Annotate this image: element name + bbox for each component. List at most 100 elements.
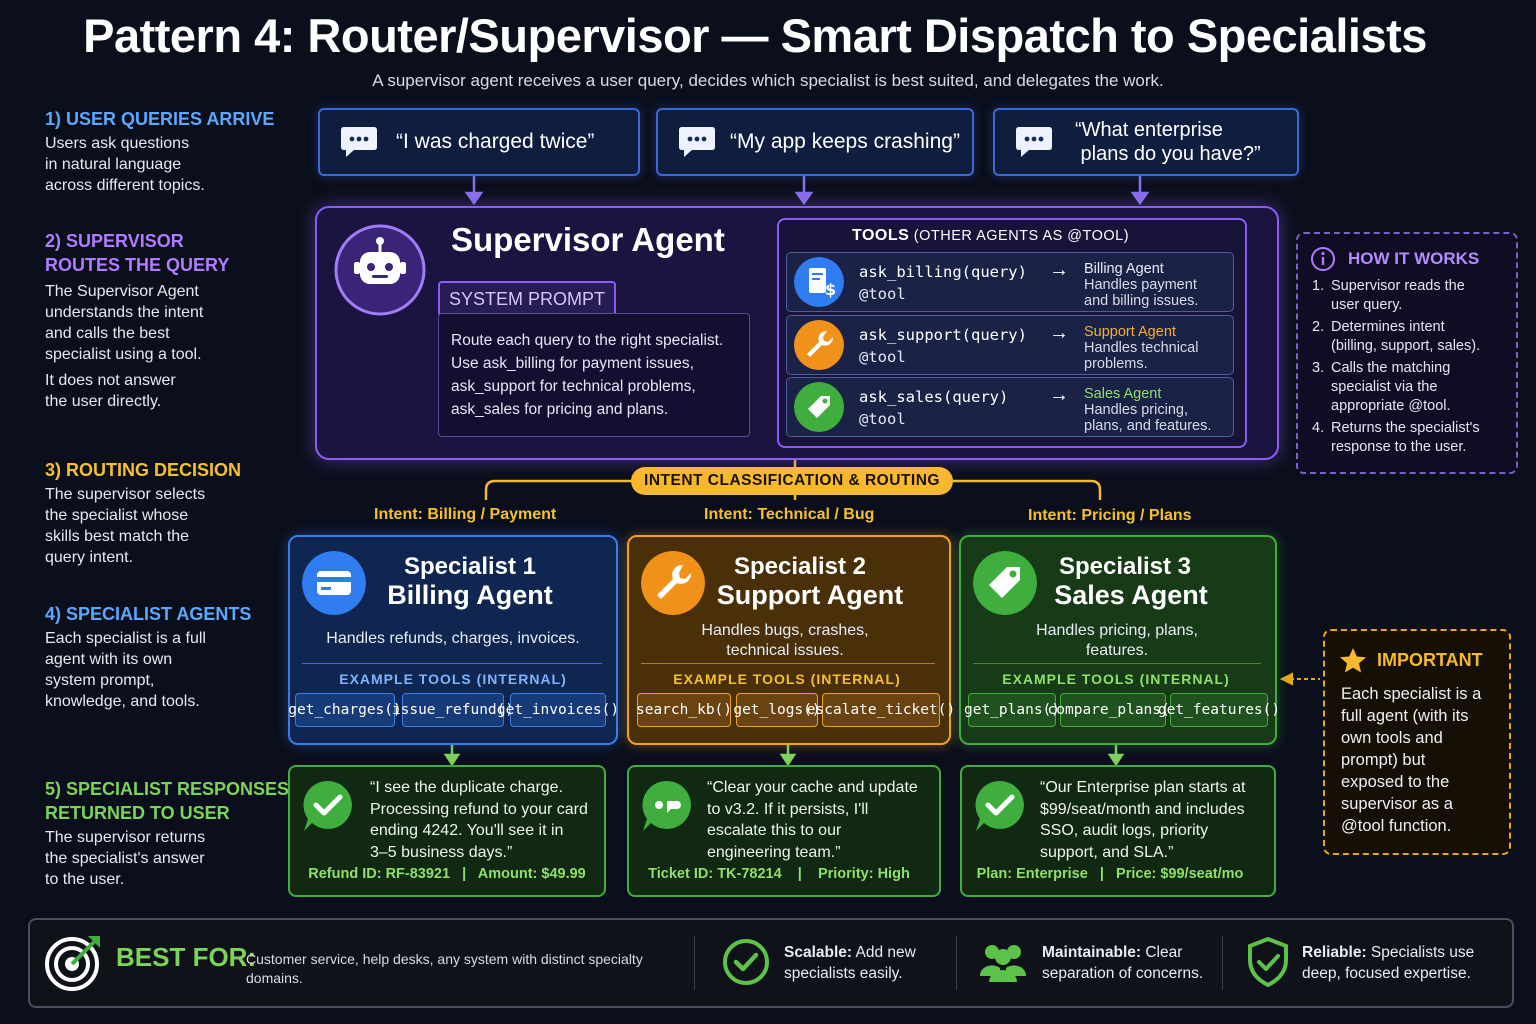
- tool-chip[interactable]: get_plans(): [964, 693, 1060, 727]
- step-3: 3) ROUTING DECISION The supervisor selec…: [45, 458, 295, 568]
- response-text: “Our Enterprise plan starts at $99/seat/…: [1040, 777, 1245, 863]
- tool-desc-line: Handles technical: [1084, 340, 1199, 356]
- example-tools-label: EXAMPLE TOOLS (INTERNAL): [673, 671, 901, 687]
- tool-chip[interactable]: get_logs(): [733, 693, 821, 727]
- step-text: query intent.: [45, 549, 134, 566]
- intent-pricing: Intent: Pricing / Plans: [1028, 507, 1192, 524]
- specialist-sales-card: Specialist 3 Sales Agent Handles pricing…: [959, 535, 1280, 745]
- divider: [694, 936, 695, 990]
- tool-chip[interactable]: get_invoices(): [497, 693, 619, 727]
- intent-billing: Intent: Billing / Payment: [374, 506, 557, 523]
- specialist-desc: Handles refunds, charges, invoices.: [326, 630, 580, 647]
- tool-function-name: ask_billing(query): [859, 263, 1027, 281]
- how-step-line: (billing, support, sales).: [1331, 338, 1481, 354]
- desc-line: features.: [1085, 642, 1149, 659]
- tool-description: Billing Agent Handles payment and billin…: [1084, 261, 1234, 309]
- response-line: 3–5 business days.”: [370, 843, 513, 861]
- important-line: exposed to the: [1341, 773, 1450, 791]
- response-line: “I see the duplicate charge.: [370, 779, 564, 796]
- prompt-code: ask_support: [451, 378, 536, 395]
- tool-agent-name: Billing Agent: [1084, 261, 1164, 277]
- chat-bubble-icon: [1016, 127, 1052, 157]
- step-text: and calls the best: [45, 325, 170, 342]
- system-prompt-line: ask_sales for pricing and plans.: [451, 398, 749, 421]
- tool-function-name: ask_sales(query): [859, 388, 1009, 406]
- best-for-text: Customer service, help desks, any system…: [246, 950, 643, 988]
- tool-chip[interactable]: compare_plans(): [1048, 693, 1178, 727]
- benefit-reliable: Reliable: Specialists use deep, focused …: [1302, 942, 1474, 984]
- important-line: own tools and: [1341, 729, 1443, 747]
- response-line: $99/seat/month and includes: [1040, 800, 1245, 818]
- users-icon: [979, 945, 1027, 982]
- page-subtitle: A supervisor agent receives a user query…: [372, 71, 1164, 90]
- query-line: “What enterprise: [1075, 119, 1223, 141]
- response-support: “Clear your cache and update to v3.2. If…: [627, 765, 941, 897]
- benefit-title: Scalable:: [784, 944, 853, 961]
- tool-decorator: @tool: [859, 348, 906, 366]
- chat-reply-icon: [642, 780, 691, 831]
- check-circle-icon: [723, 939, 769, 985]
- credit-card-icon: [302, 551, 366, 615]
- price-tag-icon: [973, 551, 1037, 615]
- step-heading: 4) SPECIALIST AGENTS: [45, 604, 252, 624]
- tool-chip[interactable]: search_kb(): [636, 693, 732, 727]
- response-sales: “Our Enterprise plan starts at $99/seat/…: [960, 765, 1276, 897]
- response-line: “Our Enterprise plan starts at: [1040, 779, 1246, 796]
- step-text: to the user.: [45, 871, 125, 888]
- tool-ask-sales[interactable]: ask_sales(query) @tool → Sales Agent Han…: [786, 377, 1234, 437]
- tool-ask-billing[interactable]: $ ask_billing(query) @tool → Billing Age…: [786, 252, 1234, 312]
- tool-chip[interactable]: issue_refund(): [392, 693, 514, 727]
- tool-decorator: @tool: [859, 410, 906, 428]
- query-text: “My app keeps crashing”: [730, 130, 960, 153]
- tool-desc-line: Handles pricing,: [1084, 402, 1188, 418]
- tool-description: Sales Agent Handles pricing, plans, and …: [1084, 386, 1234, 434]
- tool-ask-support[interactable]: ask_support(query) @tool → Support Agent…: [786, 315, 1234, 375]
- prompt-text: Use: [451, 355, 483, 372]
- step-text: across different topics.: [45, 177, 205, 194]
- divider: [302, 663, 602, 664]
- benefit-maintainable: Maintainable: Clear separation of concer…: [1042, 942, 1203, 984]
- best-for-bar: BEST FOR: Customer service, help desks, …: [28, 918, 1514, 1008]
- step-text: system prompt,: [45, 672, 155, 689]
- tool-decorator: @tool: [859, 285, 906, 303]
- response-line: to v3.2. If it persists, I'll: [707, 800, 869, 818]
- price-tag-icon: [794, 382, 844, 432]
- tool-chip[interactable]: escalate_ticket(): [807, 693, 955, 727]
- best-for-label: BEST FOR:: [116, 942, 257, 972]
- step-2: 2) SUPERVISOR ROUTES THE QUERY The Super…: [45, 229, 295, 412]
- benefit-title: Reliable:: [1302, 944, 1367, 961]
- star-icon: [1340, 648, 1366, 673]
- step-heading: 2) SUPERVISOR: [45, 231, 184, 251]
- benefit-scalable: Scalable: Add new specialists easily.: [784, 942, 916, 984]
- how-step-num: 1.: [1312, 278, 1325, 294]
- response-footer: Refund ID: RF-83921 | Amount: $49.99: [308, 866, 586, 882]
- query-text: “What enterprise plans do you have?”: [1075, 118, 1261, 166]
- desc-line: Handles pricing, plans,: [1036, 622, 1198, 639]
- step-heading: RETURNED TO USER: [45, 803, 230, 823]
- arrow-right-icon: →: [1049, 322, 1069, 344]
- step-text: Users ask questions: [45, 135, 190, 152]
- important-note-panel: IMPORTANT Each specialist is a full agen…: [1323, 629, 1511, 855]
- benefit-text: deep, focused expertise.: [1302, 965, 1471, 982]
- tool-chip[interactable]: get_features(): [1158, 693, 1280, 727]
- specialist-desc: Handles pricing, plans, features.: [961, 621, 1273, 661]
- specialist-name: Support Agent: [716, 580, 904, 610]
- target-icon: [45, 936, 100, 991]
- wrench-icon: [641, 551, 705, 615]
- tool-chip[interactable]: get_charges(): [288, 693, 402, 727]
- desc-line: Handles bugs, crashes,: [701, 622, 869, 639]
- benefit-text: Add new: [852, 944, 916, 961]
- specialist-desc: Handles bugs, crashes, technical issues.: [629, 621, 941, 661]
- important-title: IMPORTANT: [1377, 650, 1483, 670]
- tool-desc-line: plans, and features.: [1084, 418, 1212, 434]
- arrow-right-icon: →: [1049, 259, 1069, 281]
- step-heading: 5) SPECIALIST RESPONSES: [45, 779, 290, 799]
- response-line: support, and SLA.”: [1040, 843, 1174, 861]
- response-footer: Ticket ID: TK-78214 | Priority: High: [648, 866, 910, 882]
- robot-icon: [334, 224, 426, 316]
- response-footer: Plan: Enterprise | Price: $99/seat/mo: [976, 866, 1244, 882]
- step-heading: 3) ROUTING DECISION: [45, 460, 242, 480]
- step-5: 5) SPECIALIST RESPONSES RETURNED TO USER…: [45, 777, 295, 890]
